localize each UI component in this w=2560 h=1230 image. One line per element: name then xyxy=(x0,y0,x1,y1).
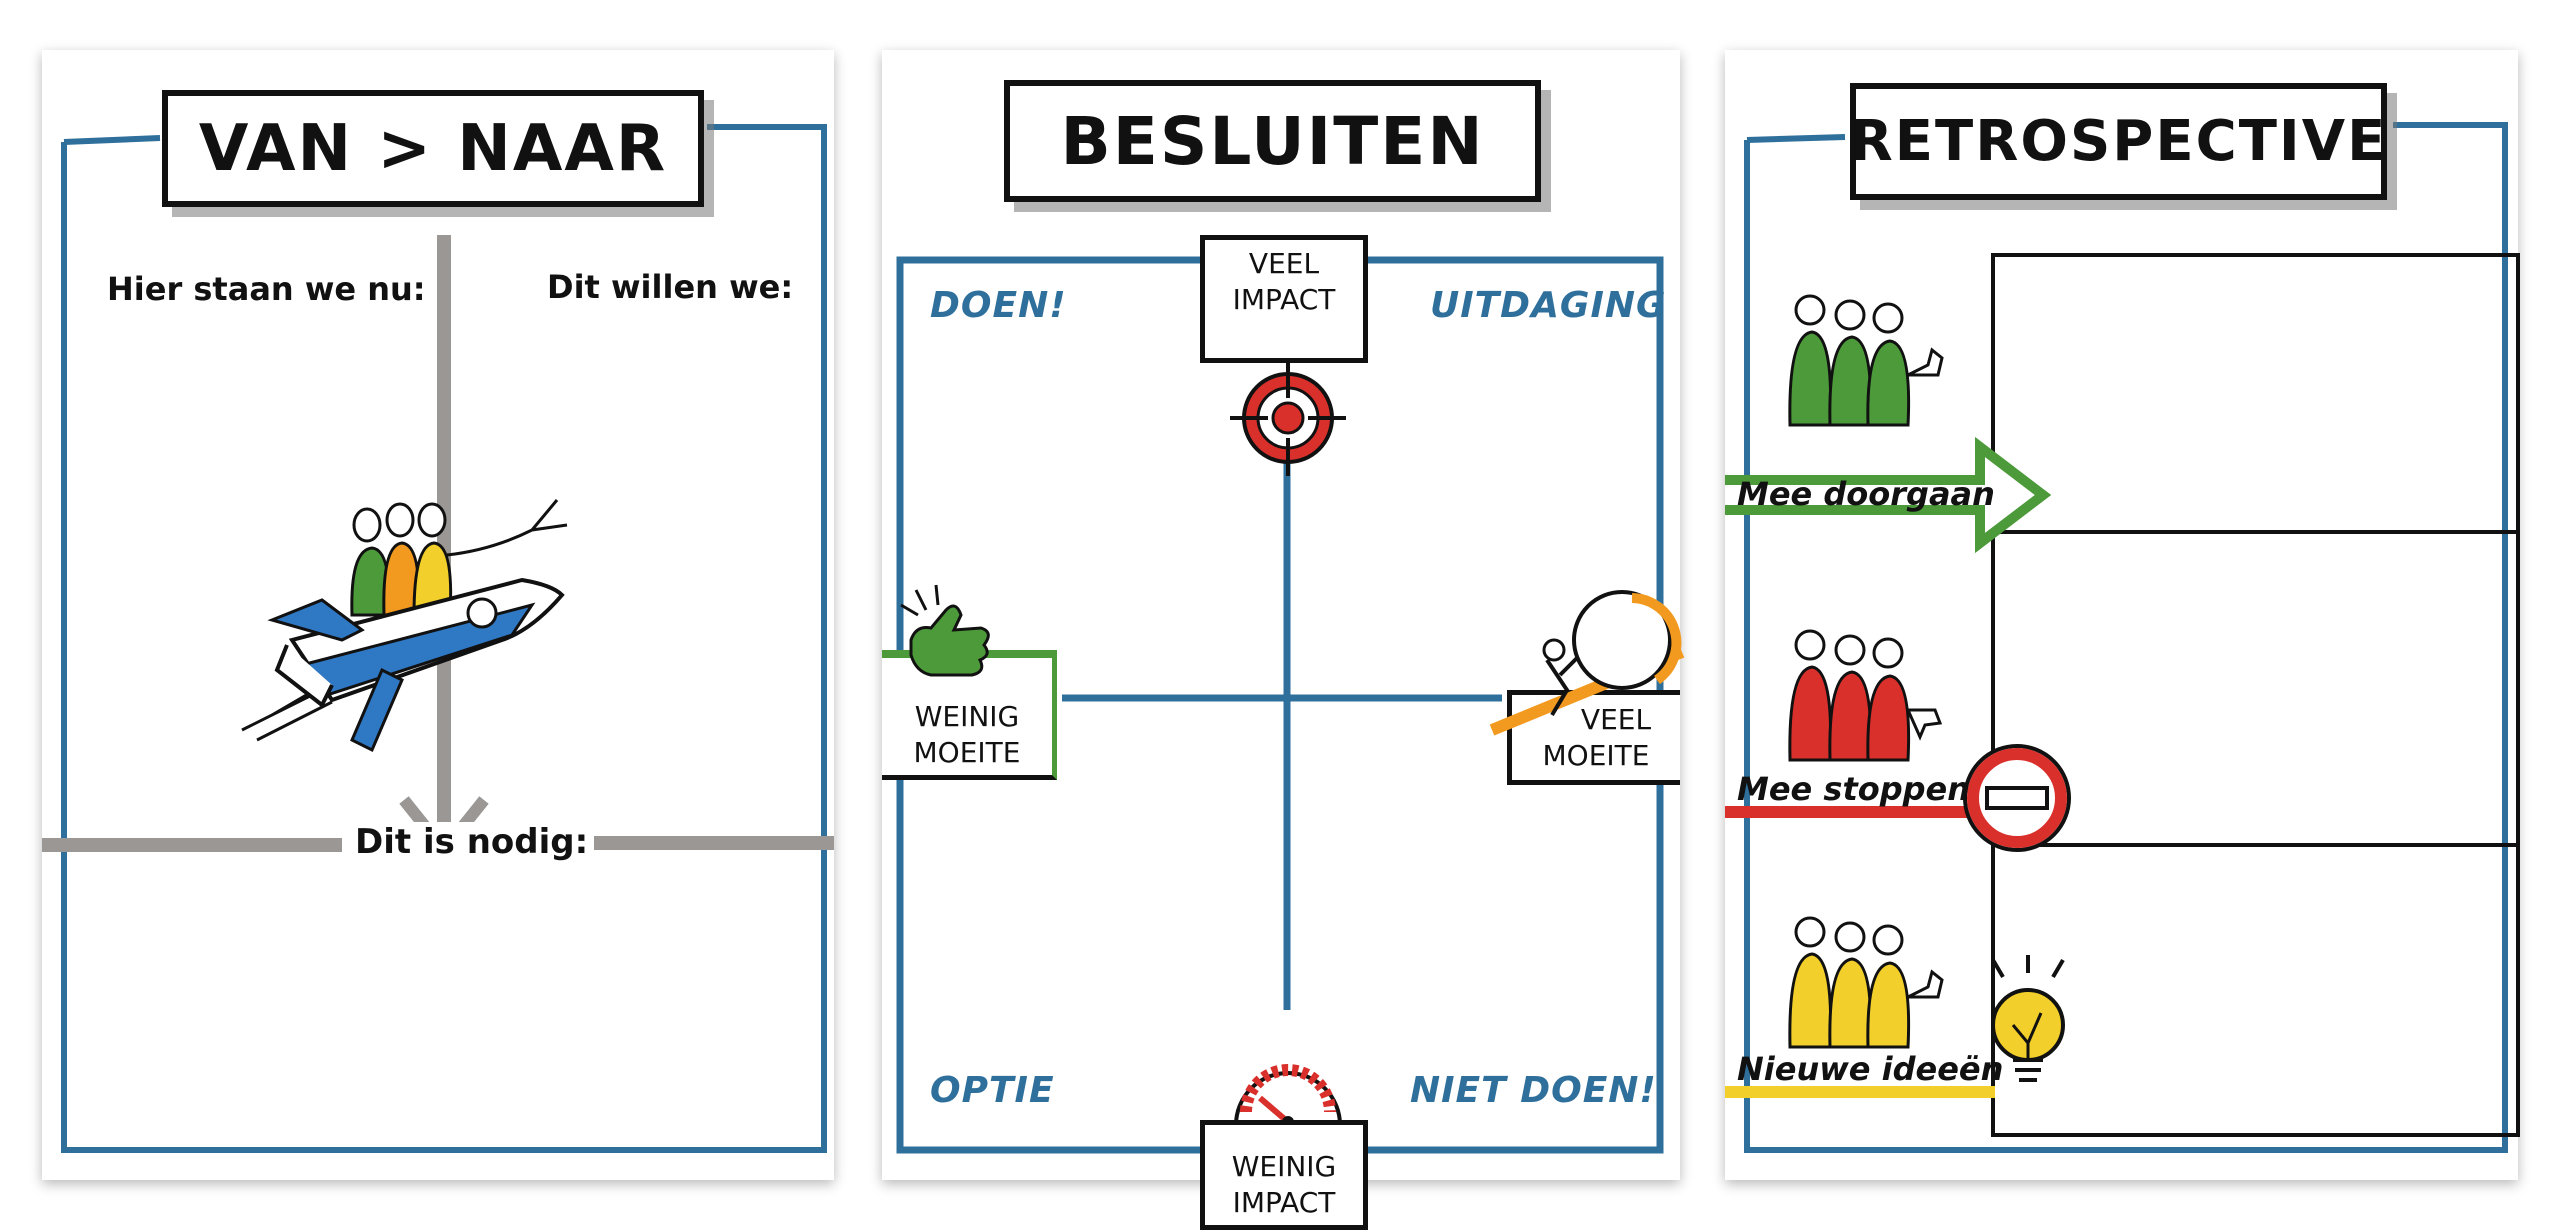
retrospective-title: RETROSPECTIVE xyxy=(1850,83,2387,200)
van-naar-title-text: VAN > NAAR xyxy=(198,111,668,186)
veel-impact-line2: IMPACT xyxy=(1232,283,1336,316)
red-underline xyxy=(1725,806,1975,818)
row-label-mee-doorgaan: Mee doorgaan xyxy=(1737,475,1995,513)
boulder-icon xyxy=(1489,590,1685,736)
veel-moeite-line1: VEEL xyxy=(1580,702,1652,736)
weinig-impact-line2: IMPACT xyxy=(1232,1186,1336,1219)
axis-veel-impact: VEEL IMPACT xyxy=(1200,235,1368,363)
yellow-underline xyxy=(1725,1086,1995,1098)
quadrant-niet-doen: NIET DOEN! xyxy=(1410,1070,1657,1111)
van-naar-frame xyxy=(42,124,834,1153)
panel-retrospective: RETROSPECTIVE Mee doorgaan Mee stoppen xyxy=(1725,50,2520,1180)
besluiten-title: BESLUITEN xyxy=(1004,80,1541,202)
quadrant-optie: OPTIE xyxy=(930,1070,1055,1111)
row-label-mee-stoppen: Mee stoppen xyxy=(1737,770,1971,808)
rocket-icon xyxy=(241,499,568,753)
happy-people-yellow-icon xyxy=(1788,916,1944,1049)
thumbs-up-icon xyxy=(900,584,990,677)
weinig-moeite-line2: MOEITE xyxy=(913,736,1021,769)
weinig-impact-line1: WEINIG xyxy=(1231,1150,1337,1183)
target-icon xyxy=(1230,360,1346,476)
happy-people-green-icon xyxy=(1788,294,1944,427)
quadrant-uitdaging: UITDAGING xyxy=(1430,285,1667,326)
lightbulb-icon[interactable] xyxy=(1983,955,2073,1105)
retrospective-title-text: RETROSPECTIVE xyxy=(1849,109,2388,174)
stop-sign-icon[interactable] xyxy=(1957,738,2077,858)
veel-moeite-line2: MOEITE xyxy=(1542,738,1650,772)
axis-weinig-impact: WEINIG IMPACT xyxy=(1200,1120,1368,1230)
arrow-right-icon[interactable] xyxy=(1725,435,2065,565)
row-label-nieuwe-ideeen: Nieuwe ideeën xyxy=(1737,1050,2004,1088)
weinig-moeite-line1: WEINIG xyxy=(914,700,1020,733)
panel-besluiten: BESLUITEN DOEN! UITDAGING OPTIE NIET DOE… xyxy=(882,50,1685,1230)
besluiten-title-text: BESLUITEN xyxy=(1060,102,1485,180)
speedometer-icon xyxy=(1233,1064,1343,1128)
sad-people-red-icon xyxy=(1788,629,1943,762)
label-dit-is-nodig: Dit is nodig: xyxy=(349,822,595,862)
van-naar-title: VAN > NAAR xyxy=(162,90,704,207)
label-hier-staan: Hier staan we nu: xyxy=(107,270,426,308)
quadrant-doen: DOEN! xyxy=(930,285,1067,326)
label-dit-willen: Dit willen we: xyxy=(547,268,794,306)
veel-impact-line1: VEEL xyxy=(1248,247,1320,280)
panel-van-naar: VAN > NAAR Hier staan we nu: Dit willen … xyxy=(42,50,834,1180)
